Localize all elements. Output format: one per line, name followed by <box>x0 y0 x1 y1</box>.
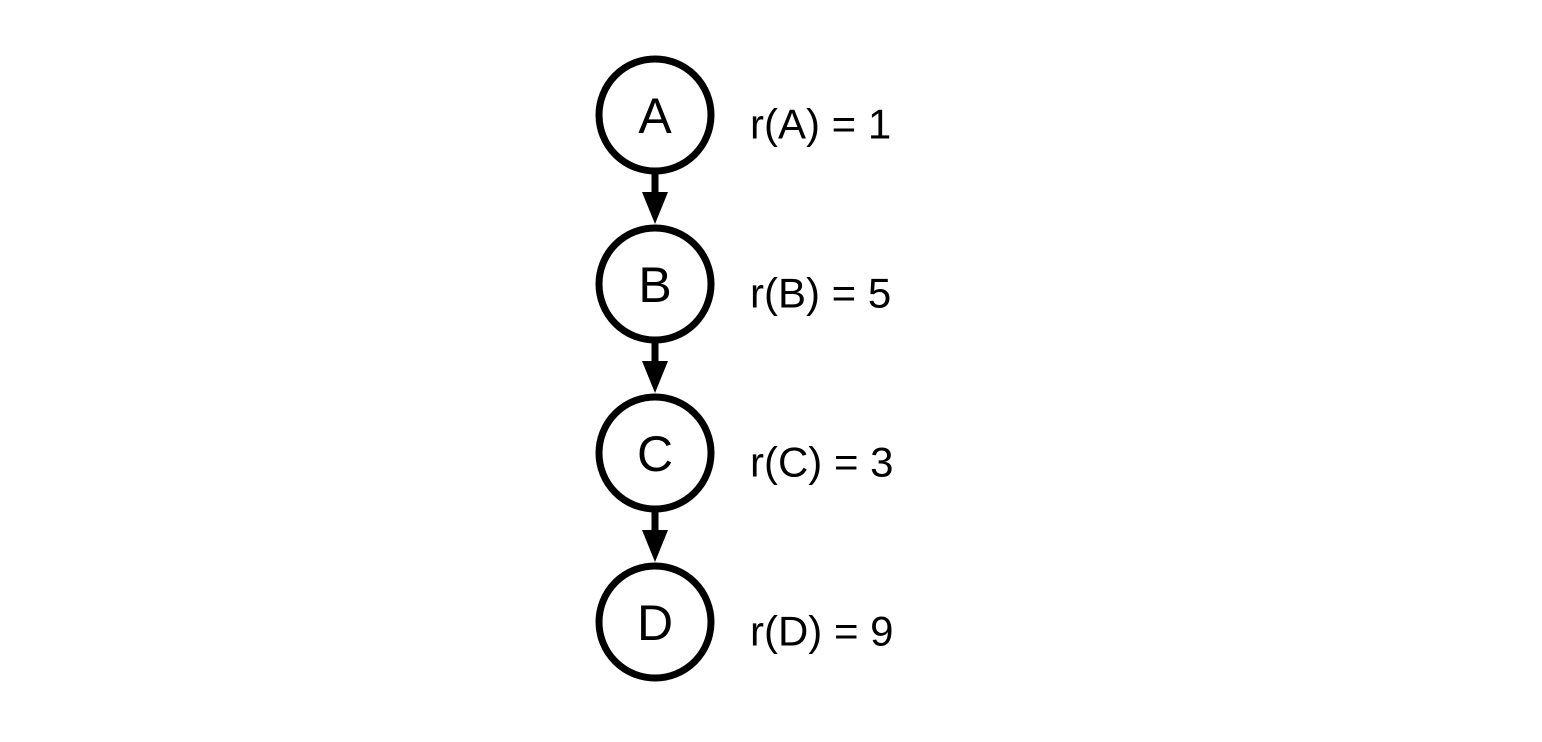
node-b-letter: B <box>638 257 671 313</box>
edge-b-c <box>642 340 668 393</box>
edge-b-c-arrowhead <box>642 361 668 393</box>
node-d-circle[interactable] <box>595 562 715 682</box>
node-c-circle[interactable] <box>595 393 715 513</box>
node-group: A B C D <box>595 55 715 682</box>
rank-label-a: r(A) = 1 <box>750 101 891 148</box>
node-b[interactable]: B <box>595 224 715 344</box>
edge-group <box>642 171 668 562</box>
edge-a-b <box>642 171 668 224</box>
edge-c-d <box>642 509 668 562</box>
rank-label-d: r(D) = 9 <box>750 608 894 655</box>
node-c-letter: C <box>637 426 673 482</box>
rank-label-b: r(B) = 5 <box>750 270 891 317</box>
node-a-circle[interactable] <box>595 55 715 175</box>
node-a-letter: A <box>638 88 672 144</box>
rank-label-c: r(C) = 3 <box>750 439 894 486</box>
node-c[interactable]: C <box>595 393 715 513</box>
edge-a-b-arrowhead <box>642 192 668 224</box>
node-b-circle[interactable] <box>595 224 715 344</box>
node-d[interactable]: D <box>595 562 715 682</box>
node-a[interactable]: A <box>595 55 715 175</box>
edge-c-d-arrowhead <box>642 530 668 562</box>
node-d-letter: D <box>637 595 673 651</box>
rank-label-group: r(A) = 1 r(B) = 5 r(C) = 3 r(D) = 9 <box>750 101 894 655</box>
